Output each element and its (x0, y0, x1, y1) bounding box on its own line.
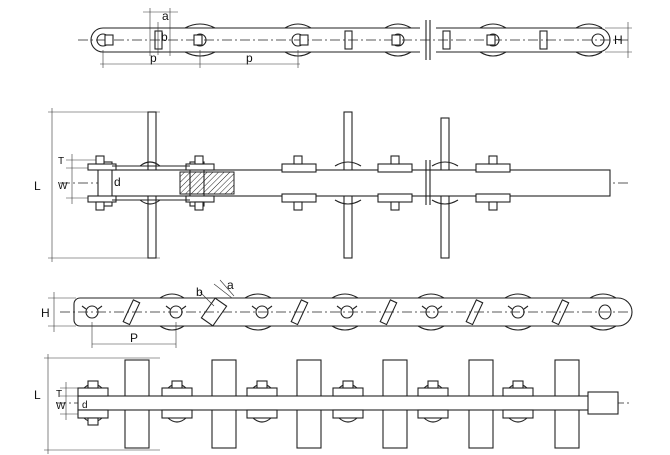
dim-b-label: b (161, 30, 168, 44)
view-4-plan-short-flights: L T W (34, 354, 630, 454)
dim-d-label: d (114, 175, 121, 189)
view-3-side-inclined-slots: H (41, 278, 633, 348)
view-1-side-elevation: a b p p H (78, 8, 632, 68)
dim-H2-label: H (41, 306, 50, 320)
sectioned-link (87, 155, 235, 211)
dim-H-label: H (614, 33, 623, 47)
inclined-slots (122, 297, 570, 327)
joints-view3 (159, 293, 617, 331)
dim-a-label: a (162, 9, 169, 23)
dim-P-label: P (130, 331, 138, 345)
dim-b2-label: b (196, 285, 203, 299)
dim-T2-label: T (56, 389, 62, 400)
joints-view2 (281, 155, 511, 211)
dim-T-label: T (58, 156, 64, 167)
dim-p-label-2: p (246, 51, 253, 65)
joints-view4 (77, 380, 619, 426)
dim-W2-label: W (56, 401, 66, 412)
dim-L2-label: L (34, 388, 41, 402)
dim-d2-label: d (82, 400, 88, 411)
dim-p-label-1: p (150, 51, 157, 65)
dim-a2-label: a (227, 278, 234, 292)
dim-W-label: W (58, 181, 68, 192)
pin-holes (96, 33, 605, 47)
dim-L-label: L (34, 179, 41, 193)
view-2-plan-with-flights: L T W (34, 108, 630, 262)
holes-view3 (81, 304, 612, 320)
